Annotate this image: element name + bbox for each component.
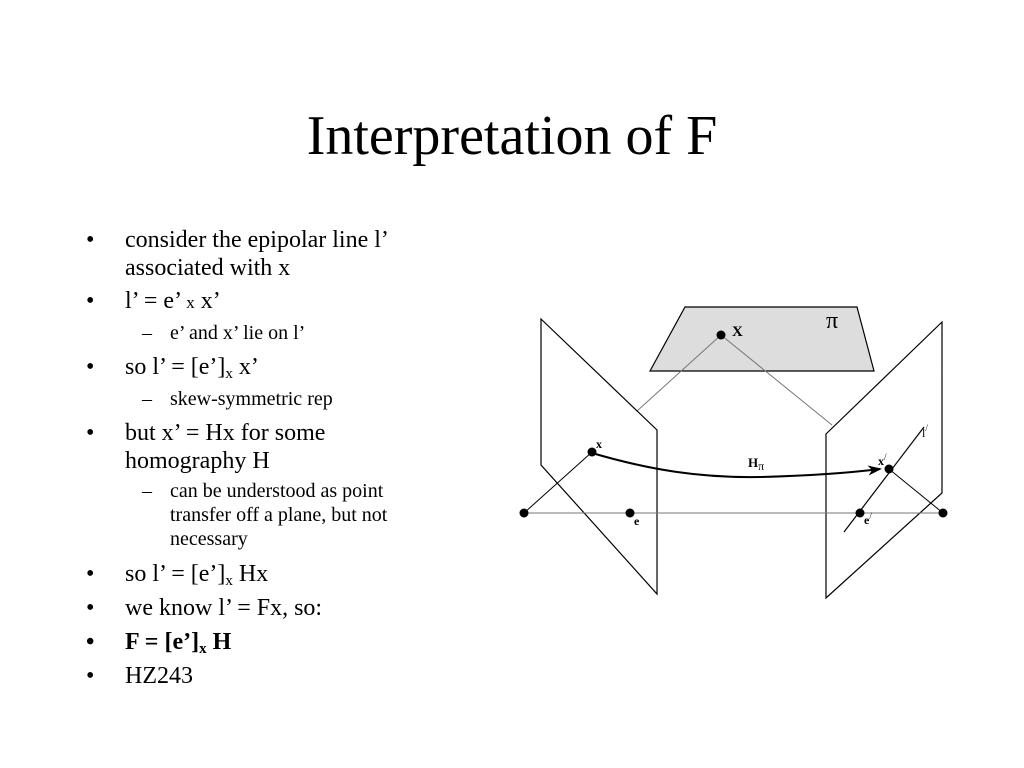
sub-bullet-text: transfer off a plane, but not (170, 504, 388, 526)
label-pi: π (826, 308, 838, 334)
bullet-dot: • (86, 227, 95, 253)
label-x-prime: x/ (878, 452, 887, 468)
sub-bullet-text: can be understood as point (170, 480, 384, 502)
bullet-text: so l’ = [e’] (125, 561, 226, 587)
ray-line (636, 334, 722, 412)
label-x: x (596, 437, 602, 451)
bullet-text: F = [e’] (125, 629, 200, 655)
subscript: x (225, 573, 233, 589)
point-X (716, 330, 726, 340)
bullet-text: associated with x (125, 255, 291, 281)
bullet-text: HZ243 (125, 663, 193, 689)
sub-bullet-text: necessary (170, 528, 248, 550)
label-e-prime: e/ (864, 511, 872, 527)
bullet-text: l’ = e’ (125, 288, 181, 314)
subscript: x (199, 641, 207, 657)
bullet-text: but x’ = Hx for some (125, 420, 326, 446)
right-camera-centre (938, 508, 948, 518)
bullet-dot: • (86, 629, 95, 655)
scene-plane-pi (648, 306, 875, 372)
bullet-dot: • (86, 420, 95, 446)
point-x (587, 447, 597, 457)
bullet-text: we know l’ = Fx, so: (125, 595, 323, 621)
bullet-text: x’ (238, 354, 259, 380)
bullet-text: x’ (200, 288, 221, 314)
epipolar-geometry-diagram: X π x e Hπ x/ e/ l/ (519, 306, 948, 600)
sub-bullet-dash: – (142, 480, 152, 502)
sub-bullet-text: e’ and x’ lie on l’ (170, 322, 306, 344)
bullet-dot: • (86, 354, 95, 380)
label-l-prime: l/ (922, 423, 928, 440)
bullet-text: homography H (125, 448, 270, 474)
subscript: x (225, 366, 233, 382)
label-e: e (634, 514, 640, 528)
bullet-text: Hx (238, 561, 269, 587)
left-image-plane (540, 317, 658, 596)
bullet-dot: • (86, 595, 95, 621)
sub-bullet-dash: – (142, 388, 152, 410)
bullet-dot: • (86, 561, 95, 587)
bullet-text: so l’ = [e’] (125, 354, 226, 380)
right-image-plane (825, 320, 943, 600)
left-camera-centre (519, 508, 529, 518)
sub-bullet-text: skew-symmetric rep (170, 388, 333, 410)
bullet-text: H (212, 629, 232, 655)
bullet-dot: • (86, 663, 95, 689)
sub-bullet-dash: – (142, 322, 152, 344)
bullet-dot: • (86, 288, 95, 314)
label-X: X (732, 324, 743, 340)
homography-arrow (591, 452, 882, 479)
slide-title: Interpretation of F (306, 105, 718, 167)
ray-line (523, 451, 593, 514)
label-H-pi: Hπ (748, 455, 764, 473)
point-x-prime (884, 464, 894, 474)
bullet-text: consider the epipolar line l’ (125, 227, 389, 253)
cross-product-symbol: x (186, 293, 195, 312)
point-e (625, 508, 635, 518)
ray-line (720, 334, 833, 426)
point-e-prime (855, 508, 865, 518)
ray-line (888, 468, 944, 514)
